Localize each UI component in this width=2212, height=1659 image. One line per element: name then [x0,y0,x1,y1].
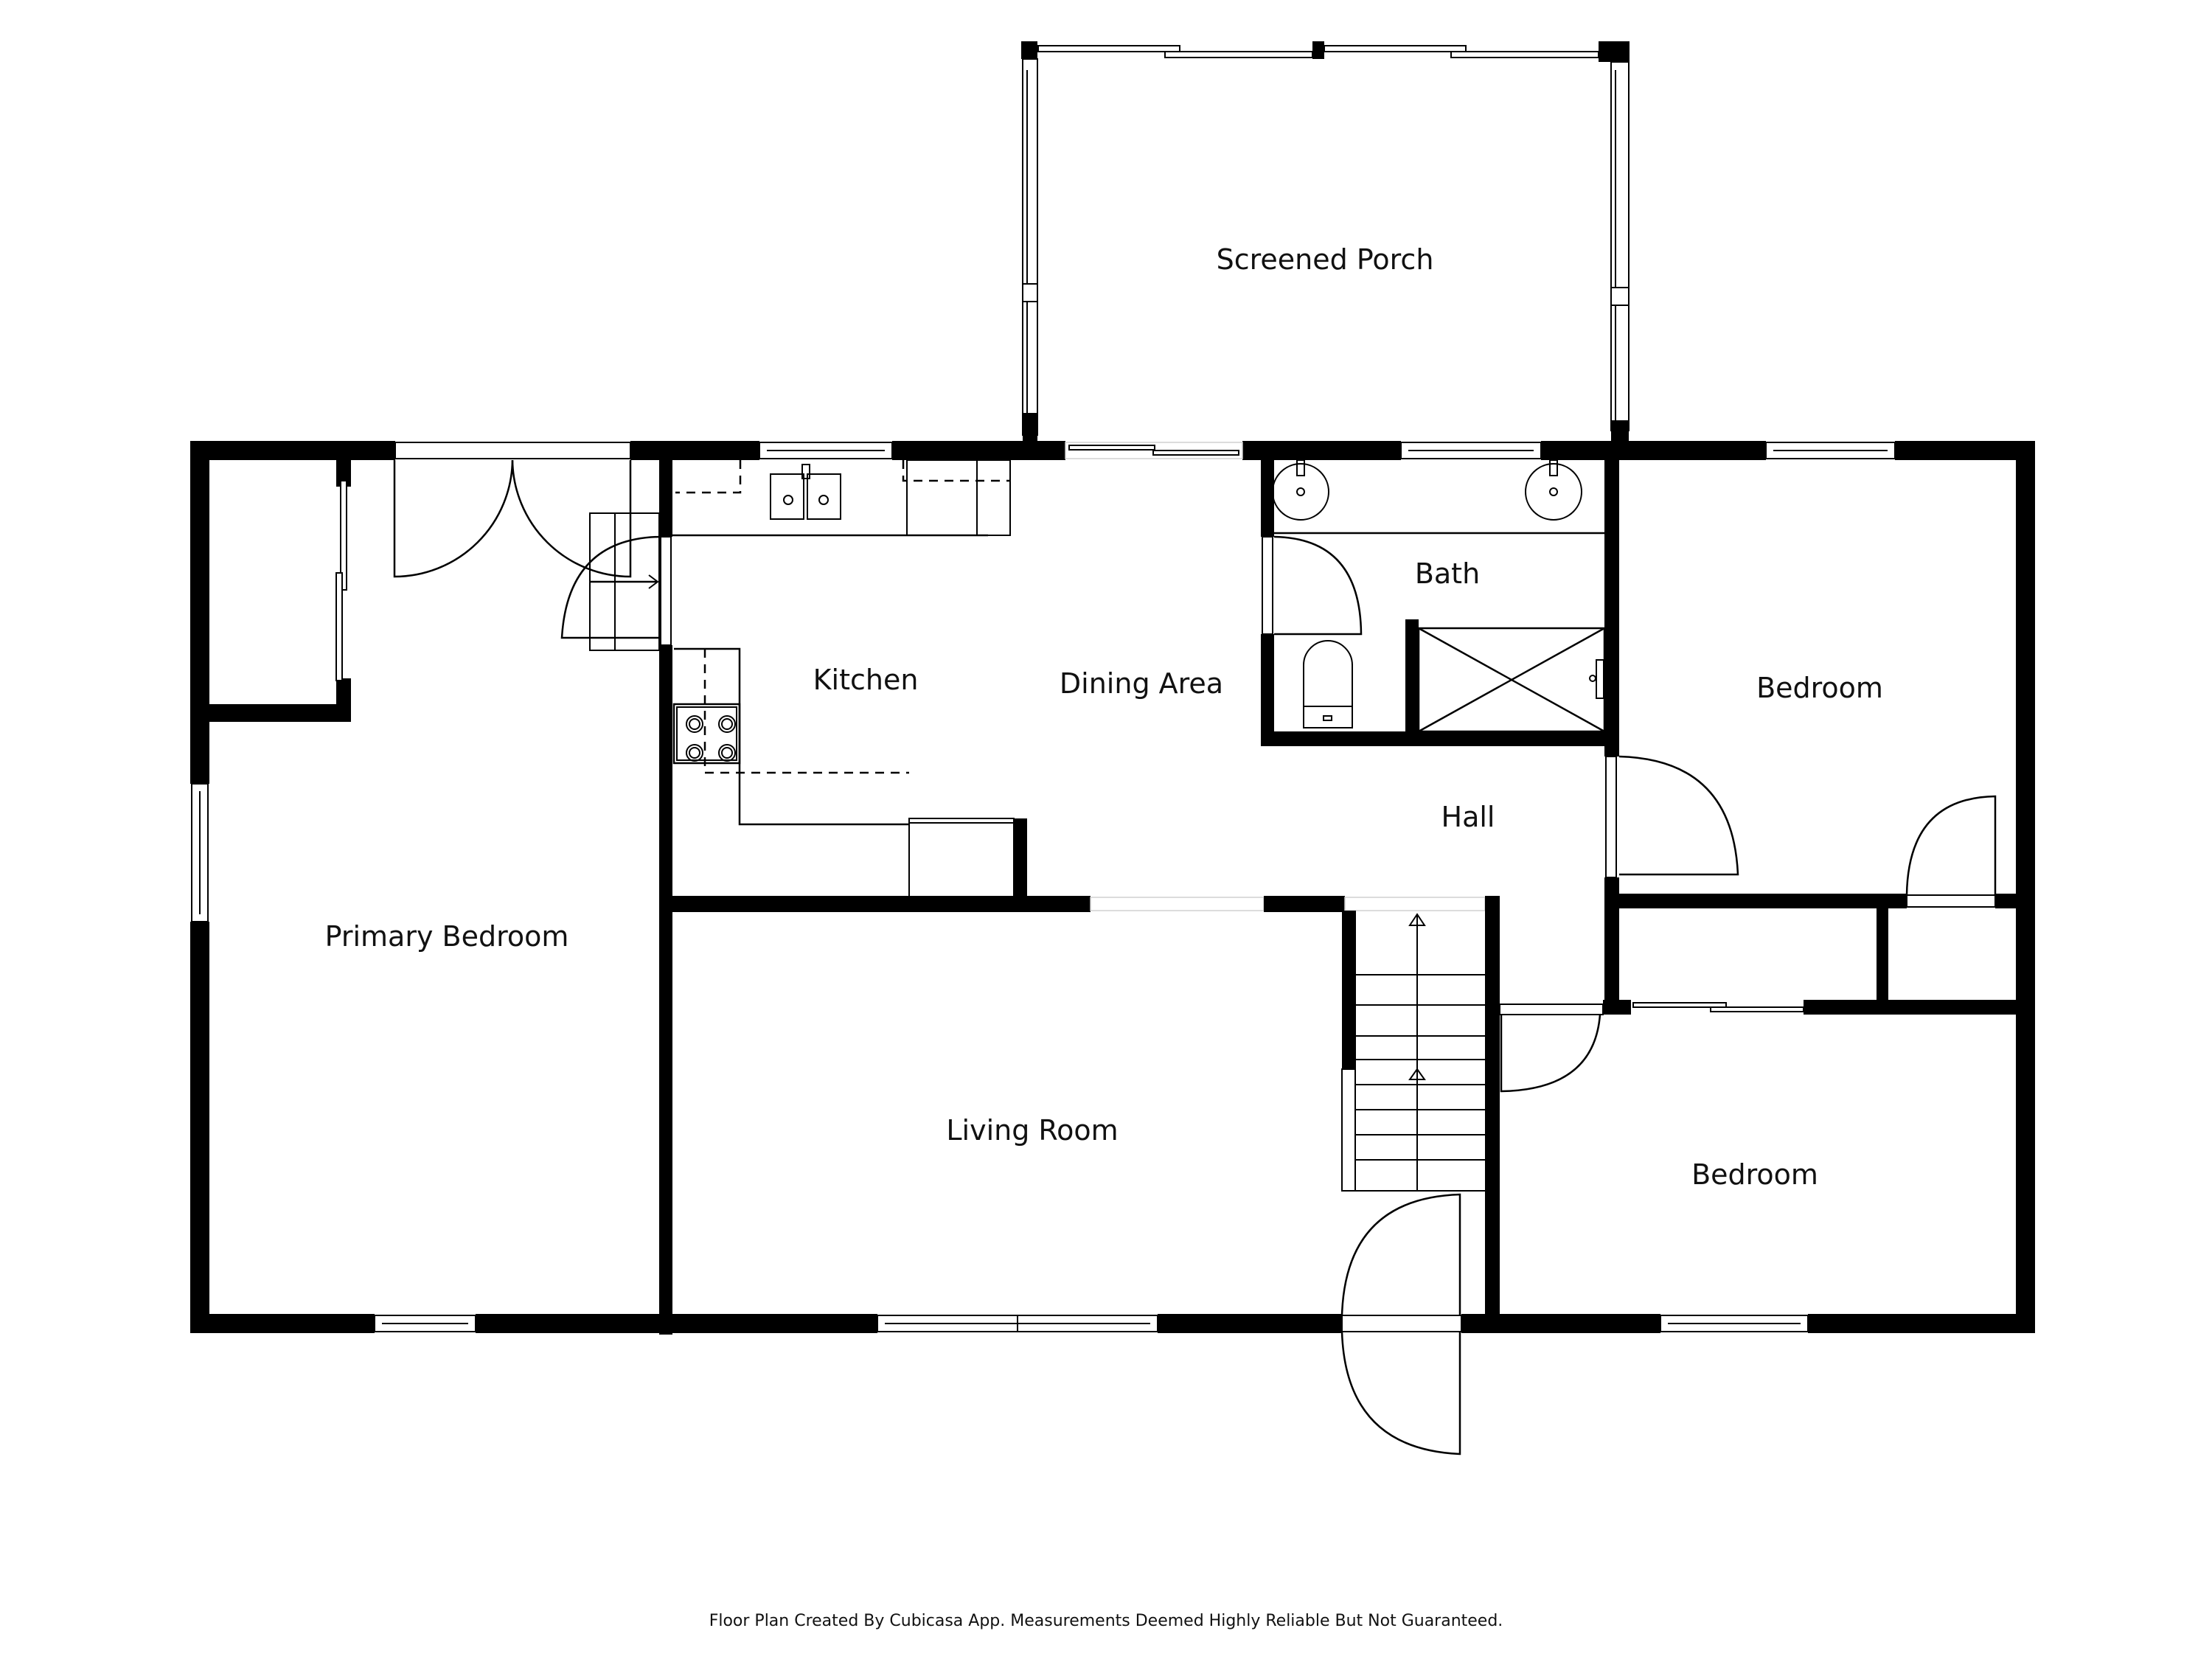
bath-fixtures [1261,441,1619,746]
exterior-windows [191,442,1896,1332]
kitchen-fixtures [672,459,1027,904]
room-label-kitchen: Kitchen [813,664,919,696]
room-label-bedroom-2: Bedroom [1691,1158,1818,1191]
staircase [1341,911,1485,1192]
stair-up-arrow-icon-2 [1408,1068,1426,1080]
stove-burners-icon [686,715,736,762]
room-label-hall: Hall [1441,801,1495,833]
room-label-bath: Bath [1414,557,1481,590]
footer-disclaimer: Floor Plan Created By Cubicasa App. Meas… [709,1612,1503,1630]
interior-walls [659,896,1500,912]
room-label-living-room: Living Room [946,1114,1119,1147]
right-bedrooms-structure [1485,746,2016,1314]
room-label-primary-bedroom: Primary Bedroom [324,920,569,953]
room-label-bedroom-1: Bedroom [1756,672,1883,704]
screened-porch-structure [1021,41,1630,442]
exterior-walls [190,441,2035,1333]
entry-door [1340,1193,1462,1455]
stair-up-arrow-icon [1408,913,1426,926]
room-label-screened-porch: Screened Porch [1216,243,1434,276]
primary-bedroom-structure [190,441,672,1335]
room-label-dining-area: Dining Area [1059,667,1224,700]
